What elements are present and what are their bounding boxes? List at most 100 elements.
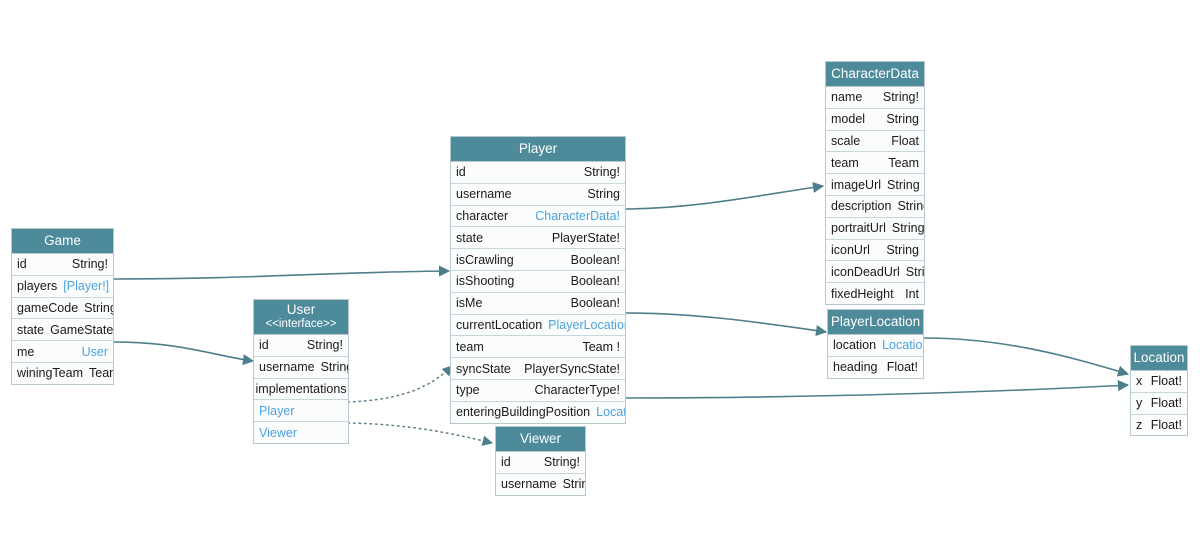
field-name: id (456, 165, 466, 180)
field-type: PlayerLocation! (548, 317, 625, 332)
field-name: type (456, 383, 480, 398)
field-row[interactable]: iconDeadUrl String (826, 261, 924, 284)
field-row[interactable]: scale Float (826, 130, 924, 153)
field-row[interactable]: enteringBuildingPosition Location (451, 401, 625, 423)
field-type: Boolean! (570, 296, 620, 311)
field-type: String (886, 242, 919, 257)
field-type: Float! (1150, 417, 1182, 432)
field-row[interactable]: character CharacterData! (451, 205, 625, 228)
entity-characterdata-title: CharacterData (831, 66, 919, 81)
field-row[interactable]: gameCode String! (12, 297, 113, 320)
field-row[interactable]: syncState PlayerSyncState! (451, 358, 625, 380)
entity-user-title: User (286, 302, 316, 317)
entity-player[interactable]: Player id String! username String charac… (450, 136, 626, 424)
field-row-implementation-viewer[interactable]: Viewer (254, 422, 348, 443)
field-name: imageUrl (831, 177, 882, 192)
field-row[interactable]: description String (826, 195, 924, 218)
field-type: String (887, 177, 920, 192)
field-row-implementation-player[interactable]: Player (254, 400, 348, 423)
field-row[interactable]: id String! (451, 162, 625, 184)
field-type: String (905, 264, 924, 279)
field-row[interactable]: players [Player!] (12, 275, 113, 298)
field-row[interactable]: username String (254, 356, 348, 379)
field-row[interactable]: imageUrl String (826, 174, 924, 196)
field-row[interactable]: x Float! (1131, 371, 1187, 393)
entity-viewer-header: Viewer (496, 427, 585, 452)
field-row[interactable]: state PlayerState! (451, 227, 625, 250)
field-row[interactable]: id String! (496, 452, 585, 474)
field-name: x (1136, 374, 1143, 389)
field-row[interactable]: y Float! (1131, 392, 1187, 415)
field-name: state (17, 322, 45, 337)
entity-viewer[interactable]: Viewer id String! username String (495, 426, 586, 496)
field-row[interactable]: username String (451, 183, 625, 206)
field-name: description (831, 199, 892, 214)
entity-location-header: Location (1131, 346, 1187, 371)
field-type: String (587, 187, 620, 202)
field-row[interactable]: id String! (12, 254, 113, 276)
field-row[interactable]: location Location! (828, 335, 923, 357)
field-row[interactable]: model String (826, 108, 924, 131)
field-row[interactable]: isShooting Boolean! (451, 270, 625, 293)
edge-player-enteringbuildingposition-to-location (625, 379, 1130, 399)
field-name: state (456, 230, 484, 245)
field-type: PlayerSyncState! (524, 361, 620, 376)
field-type: Team (888, 155, 919, 170)
field-row[interactable]: name String! (826, 87, 924, 109)
field-row[interactable]: team Team ! (451, 336, 625, 359)
entity-user-header: User <<interface>> (254, 300, 348, 335)
field-row[interactable]: heading Float! (828, 356, 923, 378)
entity-playerlocation[interactable]: PlayerLocation location Location! headin… (827, 309, 924, 379)
field-row[interactable]: state GameState! (12, 319, 113, 342)
field-row[interactable]: id String! (254, 335, 348, 357)
field-name: name (831, 90, 863, 105)
field-type: Float (891, 133, 919, 148)
field-type: Team (89, 366, 113, 381)
field-type: CharacterType! (534, 383, 620, 398)
entity-player-title: Player (518, 141, 558, 156)
field-type: Boolean! (570, 274, 620, 289)
field-name: fixedHeight (831, 286, 894, 301)
field-row[interactable]: username String (496, 473, 585, 495)
entity-characterdata-header: CharacterData (826, 62, 924, 87)
field-type: Location (596, 405, 625, 420)
field-name: id (259, 338, 269, 353)
edge-player-character-to-characterdata (625, 181, 825, 210)
entity-player-header: Player (451, 137, 625, 162)
field-name: isMe (456, 296, 483, 311)
field-row[interactable]: isMe Boolean! (451, 292, 625, 315)
field-name: z (1136, 417, 1143, 432)
field-type: String! (882, 90, 919, 105)
field-row[interactable]: z Float! (1131, 414, 1187, 436)
field-name: currentLocation (456, 317, 543, 332)
field-row[interactable]: currentLocation PlayerLocation! (451, 314, 625, 337)
field-row[interactable]: fixedHeight Int (826, 283, 924, 304)
field-row[interactable]: type CharacterType! (451, 379, 625, 402)
field-type: String! (71, 257, 108, 272)
field-name: team (831, 155, 859, 170)
field-row[interactable]: me User (12, 341, 113, 363)
field-type: Team ! (582, 339, 620, 354)
entity-location[interactable]: Location x Float! y Float! z Float! (1130, 345, 1188, 437)
field-type: Float! (1150, 396, 1182, 411)
field-name: gameCode (17, 300, 79, 315)
entity-characterdata[interactable]: CharacterData name String! model String … (825, 61, 925, 305)
edge-player-currentlocation-to-playerlocation (625, 312, 828, 337)
field-type: CharacterData! (535, 208, 620, 223)
field-name: id (501, 455, 511, 470)
field-row[interactable]: iconUrl String (826, 239, 924, 262)
field-name: me (17, 344, 35, 359)
field-name: Viewer (259, 425, 297, 440)
entity-game-title: Game (44, 233, 81, 248)
entity-playerlocation-title: PlayerLocation (830, 314, 921, 329)
entity-game[interactable]: Game id String! players [Player!] gameCo… (11, 228, 114, 385)
field-name: team (456, 339, 484, 354)
edge-game-me-to-user (113, 341, 255, 366)
field-row[interactable]: team Team (826, 152, 924, 175)
field-row[interactable]: winingTeam Team (12, 362, 113, 384)
field-row[interactable]: portraitUrl String (826, 217, 924, 240)
entity-user[interactable]: User <<interface>> id String! username S… (253, 299, 349, 444)
field-type: String (891, 221, 924, 236)
field-row[interactable]: isCrawling Boolean! (451, 249, 625, 271)
